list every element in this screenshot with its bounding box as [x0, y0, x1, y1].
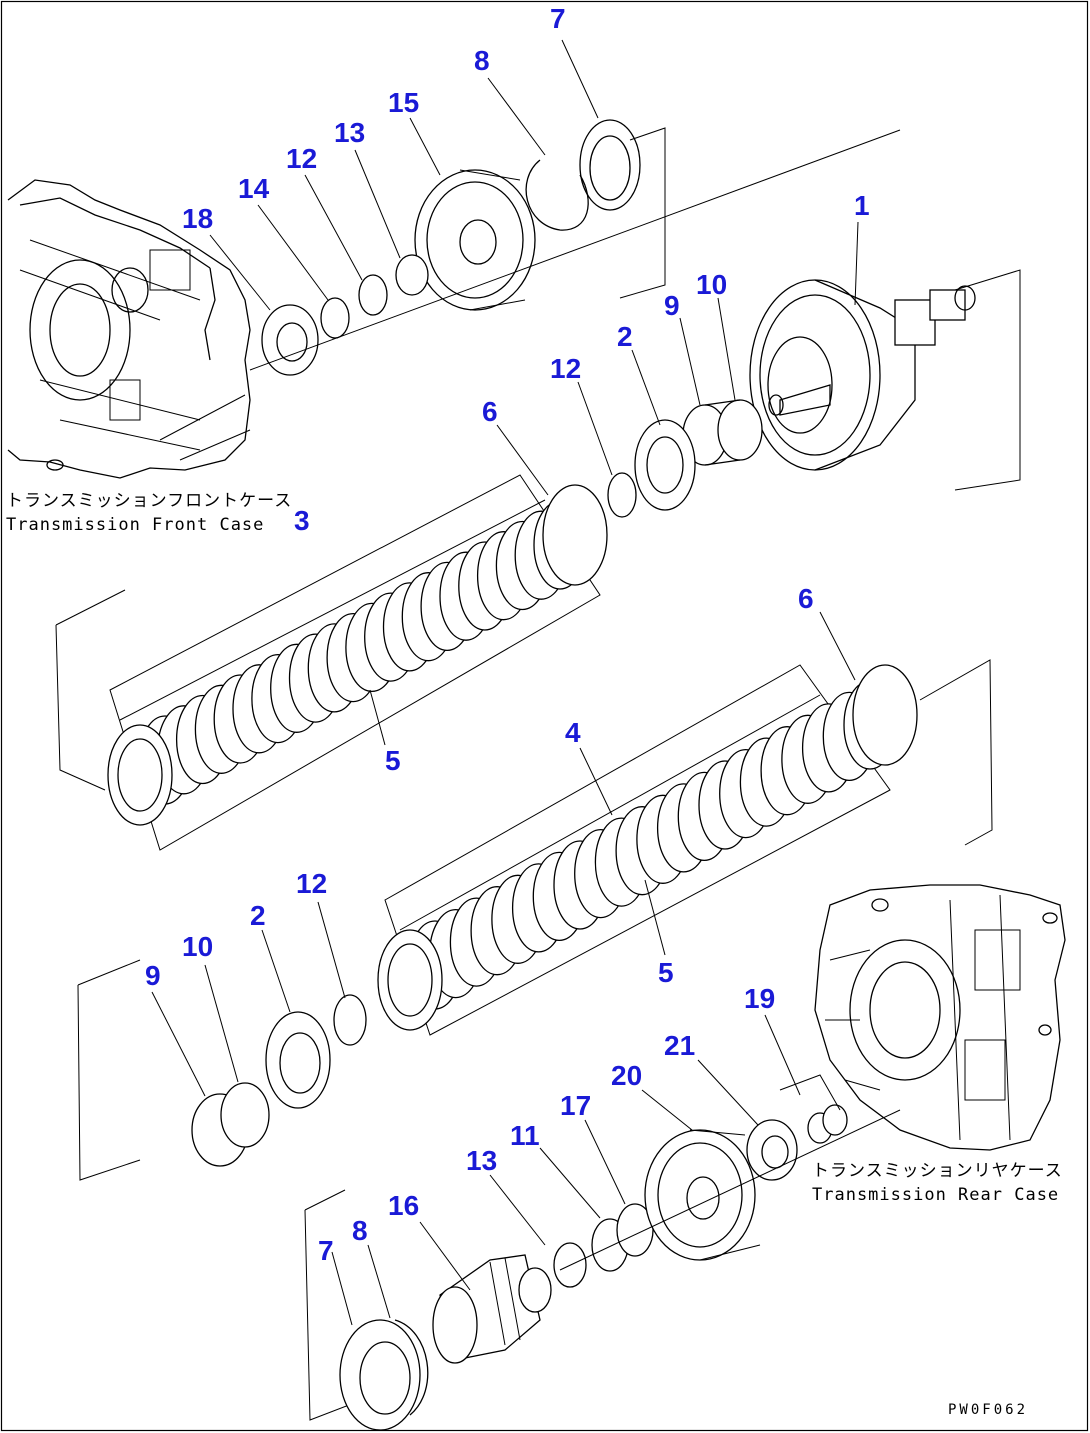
front-case-caption-jp: トランスミッションフロントケース [6, 491, 292, 511]
callout-10-lower: 10 [182, 931, 213, 962]
rear-case-housing [814, 884, 1066, 1151]
callout-8-top: 8 [474, 45, 490, 76]
rear-case-caption-jp: トランスミッションリヤケース [812, 1161, 1063, 1181]
callout-13-top: 13 [334, 117, 365, 148]
leader-lines [151, 39, 859, 1326]
callout-7-top: 7 [550, 3, 566, 34]
callout-6-left: 6 [482, 396, 498, 427]
callout-8-bottom: 8 [352, 1215, 368, 1246]
part-18-bearing [261, 304, 319, 376]
part-15-gear [414, 169, 536, 311]
part-2-bearing-lower [265, 1011, 331, 1109]
callout-7-bottom: 7 [318, 1235, 334, 1266]
clutch-pack-upper [55, 474, 608, 851]
part-8-snap-ring-lower [394, 1319, 429, 1416]
callout-15: 15 [388, 87, 419, 118]
drawing-code: PW0F062 [948, 1402, 1028, 1418]
part-8-snap-ring [525, 159, 589, 231]
front-case-housing [7, 179, 251, 479]
callout-13-bottom: 13 [466, 1145, 497, 1176]
part-12-snap-ring [607, 472, 637, 518]
part-13-ring-lower-a [518, 1267, 552, 1313]
upper-parts-group [249, 119, 1021, 518]
rear-case-caption-en: Transmission Rear Case [812, 1185, 1059, 1205]
callout-2-lower: 2 [250, 900, 266, 931]
part-19-ring-b [822, 1104, 848, 1136]
part-13-ring [395, 254, 429, 296]
callout-14: 14 [238, 173, 270, 204]
callout-10-top: 10 [696, 269, 727, 300]
clutch-pack-lower [377, 659, 993, 1036]
callout-12-lower: 12 [296, 868, 327, 899]
callout-20: 20 [611, 1060, 642, 1091]
callout-1: 1 [854, 190, 870, 221]
part-14-ring [320, 297, 350, 339]
front-case-caption-en: Transmission Front Case [6, 515, 264, 535]
callout-9-lower: 9 [145, 960, 161, 991]
callout-18: 18 [182, 203, 213, 234]
callout-numbers: 7 8 15 13 12 14 18 1 9 10 2 12 6 3 5 6 4… [145, 3, 870, 1266]
callout-11: 11 [510, 1120, 540, 1151]
bottom-parts-group [304, 1074, 901, 1431]
callout-9-top: 9 [664, 290, 680, 321]
part-10-ring-lower [220, 1082, 270, 1148]
callout-5-right: 5 [658, 957, 674, 988]
callout-17: 17 [560, 1090, 591, 1121]
part-7-plate [579, 119, 641, 211]
callout-5-left: 5 [385, 745, 401, 776]
callout-12-mid: 12 [550, 353, 581, 384]
captions: トランスミッションフロントケース Transmission Front Case… [6, 491, 1063, 1418]
callout-12-top: 12 [286, 143, 317, 174]
callout-19: 19 [744, 983, 775, 1014]
part-20-gear [644, 1129, 761, 1261]
callout-3: 3 [294, 505, 310, 536]
part-21-bearing [746, 1119, 798, 1181]
part-7-plate-lower [339, 1319, 421, 1431]
part-2-bearing [634, 419, 696, 511]
callout-6-right: 6 [798, 583, 814, 614]
callout-21: 21 [664, 1030, 695, 1061]
part-16-hub [432, 1254, 541, 1364]
callout-4: 4 [565, 717, 581, 748]
callout-2-top: 2 [617, 321, 633, 352]
callout-16: 16 [388, 1190, 419, 1221]
lower-left-parts-group [77, 959, 367, 1181]
part-1-shaft-gear [749, 279, 976, 471]
part-12-ring-lower [333, 994, 367, 1046]
part-12-ring-upper [358, 274, 388, 316]
